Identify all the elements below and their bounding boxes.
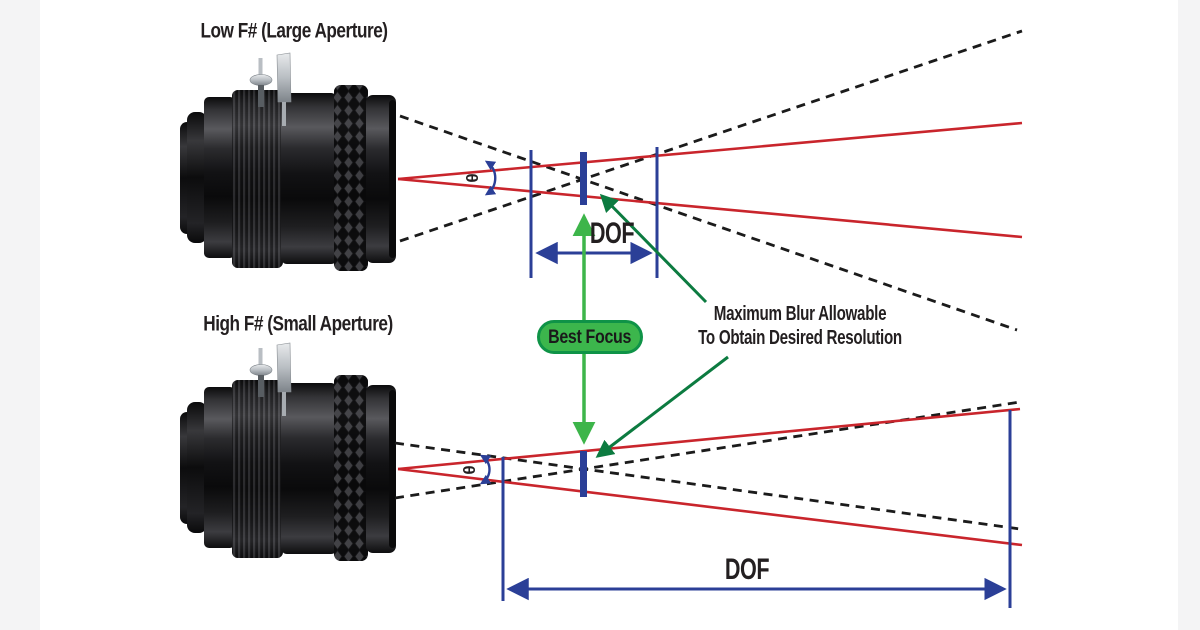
marginal-ray-dashed-upper-bottom [394,441,1021,531]
page-margin-left [0,0,40,630]
low-fnum-title: Low F# (Large Aperture) [200,18,388,43]
best-focus-pill: Best Focus [537,320,643,354]
dof-label-top: DOF [589,217,635,250]
bottom-ray-diagram [394,400,1023,608]
marginal-ray-dashed-lower-top [399,29,1023,243]
blur-cone-red-upper-bottom [397,407,1021,471]
cone-angle-arc-bottom [479,454,492,485]
blur-cone-red-lower-top [397,177,1023,239]
high-fnum-title: High F# (Small Aperture) [203,311,393,336]
cone-angle-arc-top [484,160,497,196]
max-blur-arrow-to-bottom-focus [595,355,729,458]
max-blur-arrow-to-top-focus [599,193,708,304]
best-focus-pill-label: Best Focus [548,325,632,348]
camera-lens-low-fnum [179,52,397,272]
best-focus-bar-bottom [580,451,587,497]
max-blur-annotation: Maximum Blur Allowable To Obtain Desired… [698,302,902,350]
theta-angle-symbol-bottom: θ [459,465,478,475]
blur-cone-red-upper-top [397,121,1023,181]
best-focus-bar-top [580,152,587,205]
theta-angle-symbol-top: θ [462,173,481,183]
top-ray-diagram [397,29,1023,332]
dof-label-bottom: DOF [724,553,770,586]
max-blur-annotation-line1: Maximum Blur Allowable [713,302,887,325]
camera-lens-high-fnum [179,342,397,562]
blur-cone-red-lower-bottom [397,467,1023,547]
page-margin-right [1178,0,1200,630]
max-blur-annotation-line2: To Obtain Desired Resolution [698,326,902,349]
marginal-ray-dashed-upper-top [399,114,1018,332]
marginal-ray-dashed-lower-bottom [394,400,1021,500]
